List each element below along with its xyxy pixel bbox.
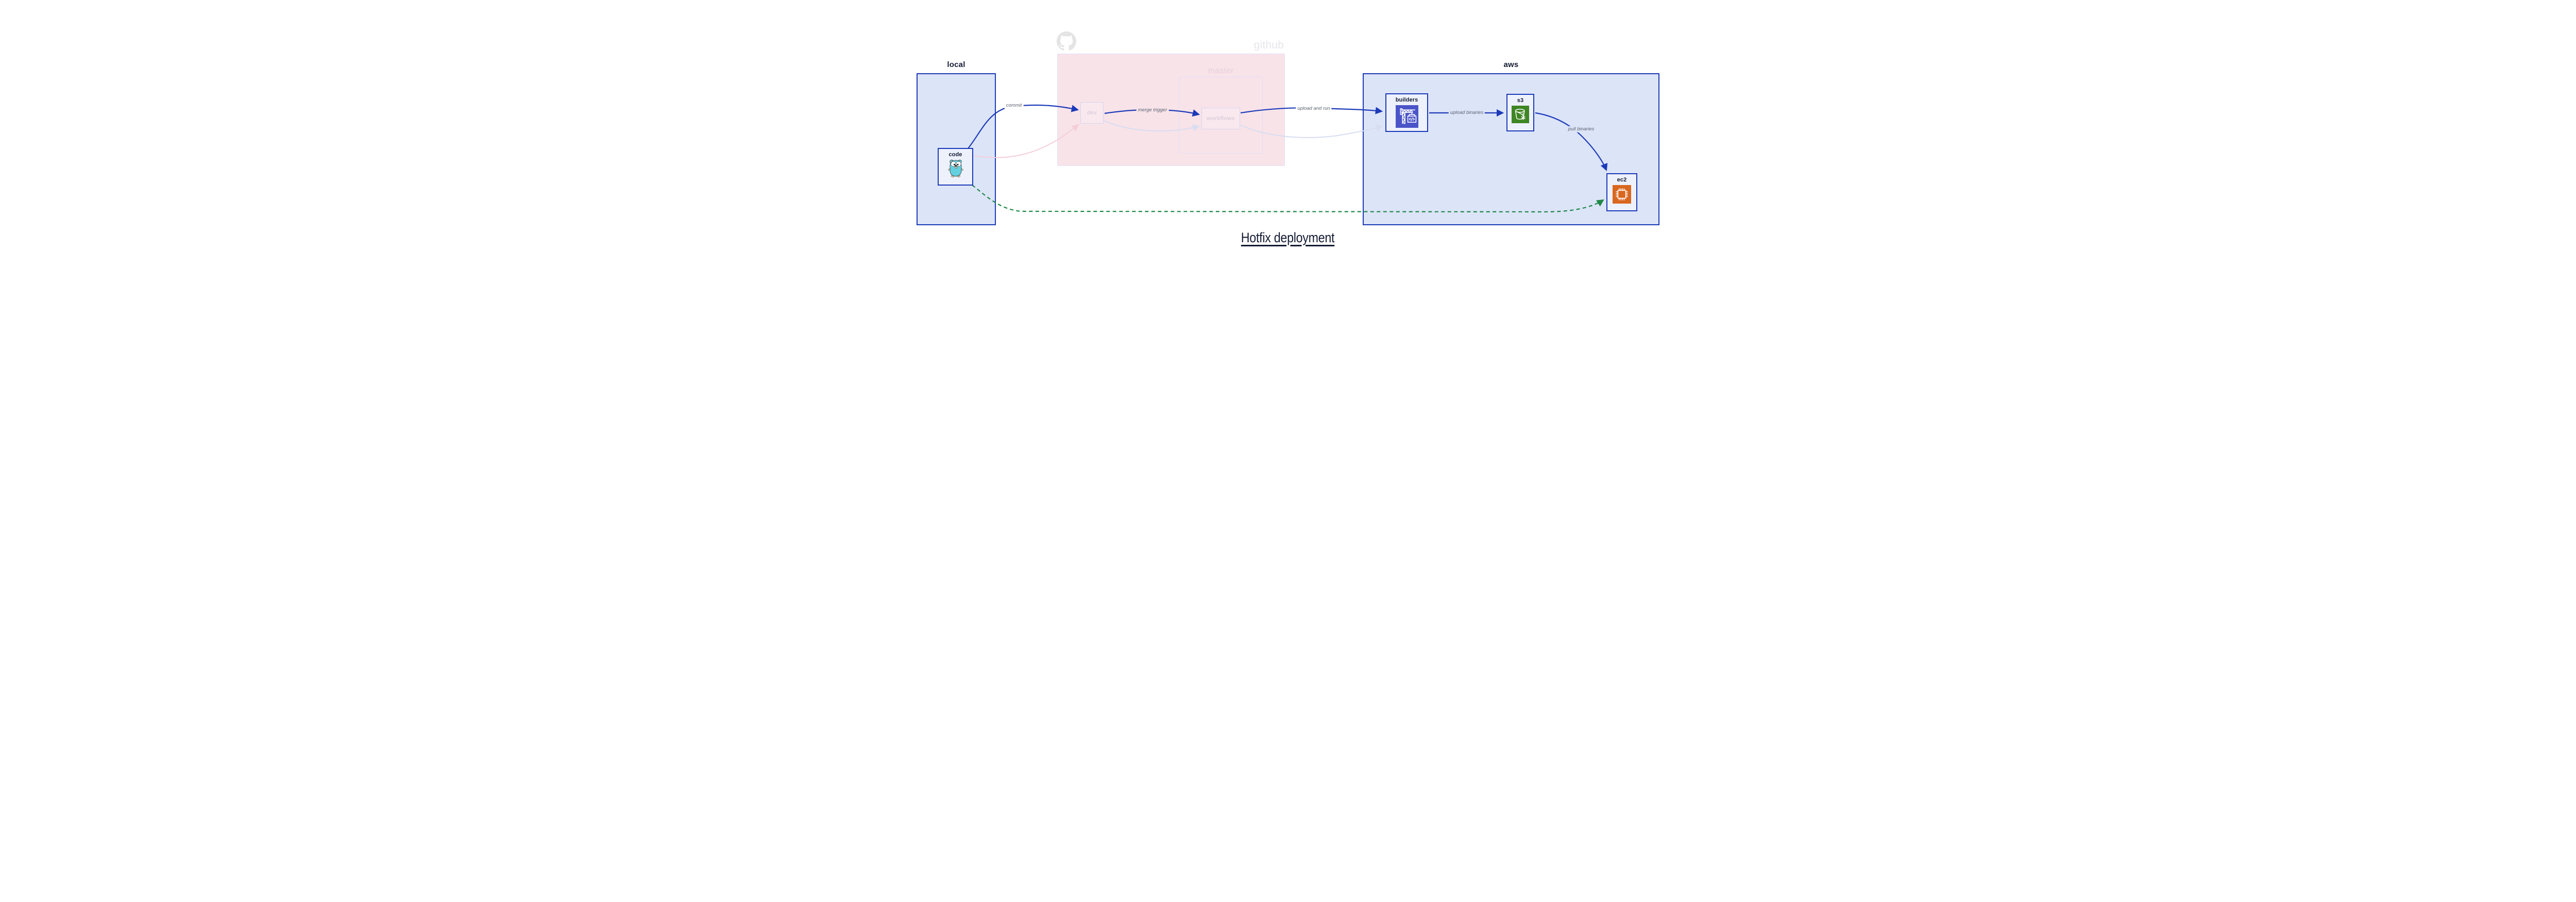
edge-label-merge-trigger: merge trigger (1136, 107, 1169, 114)
edge-workflows-to-builders-muted (1240, 124, 1384, 138)
node-builders: builders (1385, 93, 1428, 132)
edge-code-to-dev-muted (973, 124, 1079, 158)
node-s3-label: s3 (1517, 97, 1524, 104)
node-dev: dev (1080, 102, 1104, 124)
node-s3: s3 (1506, 94, 1534, 131)
node-code: code (938, 148, 973, 186)
master-group-label: master (1208, 66, 1234, 75)
local-group-label: local (947, 60, 965, 69)
s3-bucket-snowflake-icon (1512, 106, 1529, 123)
node-workflows-label: workflows (1207, 115, 1235, 122)
edge-code-to-ec2-hotfix (972, 185, 1604, 213)
edge-pull-binaries (1535, 112, 1608, 171)
master-group-box (1179, 77, 1263, 154)
node-builders-label: builders (1395, 97, 1418, 103)
codebuild-crane-icon (1395, 105, 1418, 128)
node-workflows: workflows (1201, 108, 1240, 129)
edge-label-upload-and-run: upload and run (1296, 105, 1332, 112)
node-ec2-label: ec2 (1617, 177, 1627, 183)
hotfix-deployment-diagram: commit merge trigger upload and run uplo… (884, 0, 1692, 280)
edge-label-upload-binaries: upload binaries (1448, 109, 1485, 116)
github-octocat-icon (1057, 31, 1076, 51)
edge-label-commit: commit (1004, 102, 1024, 109)
node-ec2: ec2 (1606, 173, 1637, 211)
node-code-label: code (948, 152, 962, 158)
github-group-label: github (1253, 39, 1284, 51)
go-gopher-icon (947, 159, 963, 177)
edge-dev-to-workflows-muted (1104, 120, 1200, 132)
edges-layer (968, 104, 1608, 213)
diagram-title: Hotfix deployment (1241, 230, 1335, 245)
edge-label-pull-binaries: pull binaries (1566, 126, 1596, 133)
ec2-chip-icon (1613, 185, 1631, 204)
aws-group-label: aws (1503, 60, 1519, 69)
edge-commit (968, 104, 1079, 149)
node-dev-label: dev (1087, 109, 1097, 116)
